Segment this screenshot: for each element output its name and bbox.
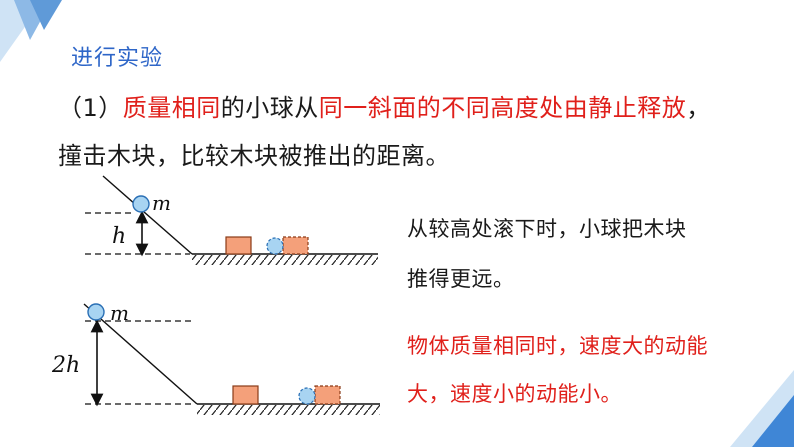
bottom-ball-end <box>298 387 316 405</box>
bottom-ground-hatch <box>197 405 380 415</box>
bottom-setup: m 2h <box>51 301 380 415</box>
top-ball-end <box>266 237 284 255</box>
instruction-comma: ， <box>686 94 711 122</box>
conclusion-line-2: 大，速度小的动能小。 <box>407 382 622 406</box>
top-mass-label: m <box>152 191 171 215</box>
top-setup: m h <box>85 175 378 265</box>
top-ground-hatch <box>192 255 378 265</box>
bottom-ball <box>87 303 105 321</box>
top-block-pushed <box>282 236 309 255</box>
conclusion-line-1: 物体质量相同时，速度大的动能 <box>407 334 708 358</box>
bottom-height-label: 2h <box>51 353 80 378</box>
instruction-prefix: （1） <box>58 94 123 122</box>
top-left-triangle-dark <box>30 0 62 30</box>
bottom-right-triangle-dark <box>752 395 794 447</box>
observation-line-2: 推得更远。 <box>407 267 515 291</box>
top-height-label: h <box>112 224 126 249</box>
bottom-mass-label: m <box>110 301 129 325</box>
slide-title: 进行实验 <box>71 46 164 71</box>
top-block-initial <box>225 236 252 255</box>
instruction-line-2: 撞击木块，比较木块被推出的距离。 <box>58 142 450 170</box>
top-ball <box>132 195 150 213</box>
bottom-block-pushed <box>314 385 341 405</box>
instruction-release-condition: 同一斜面的不同高度处由静止释放 <box>318 94 687 122</box>
instruction-ball-from: 的小球从 <box>220 94 319 122</box>
instruction-line-1: （1）质量相同的小球从同一斜面的不同高度处由静止释放， <box>58 88 711 123</box>
observation-line-1: 从较高处滚下时，小球把木块 <box>407 217 687 241</box>
instruction-same-mass: 质量相同 <box>122 94 221 122</box>
bottom-block-initial <box>232 385 259 405</box>
